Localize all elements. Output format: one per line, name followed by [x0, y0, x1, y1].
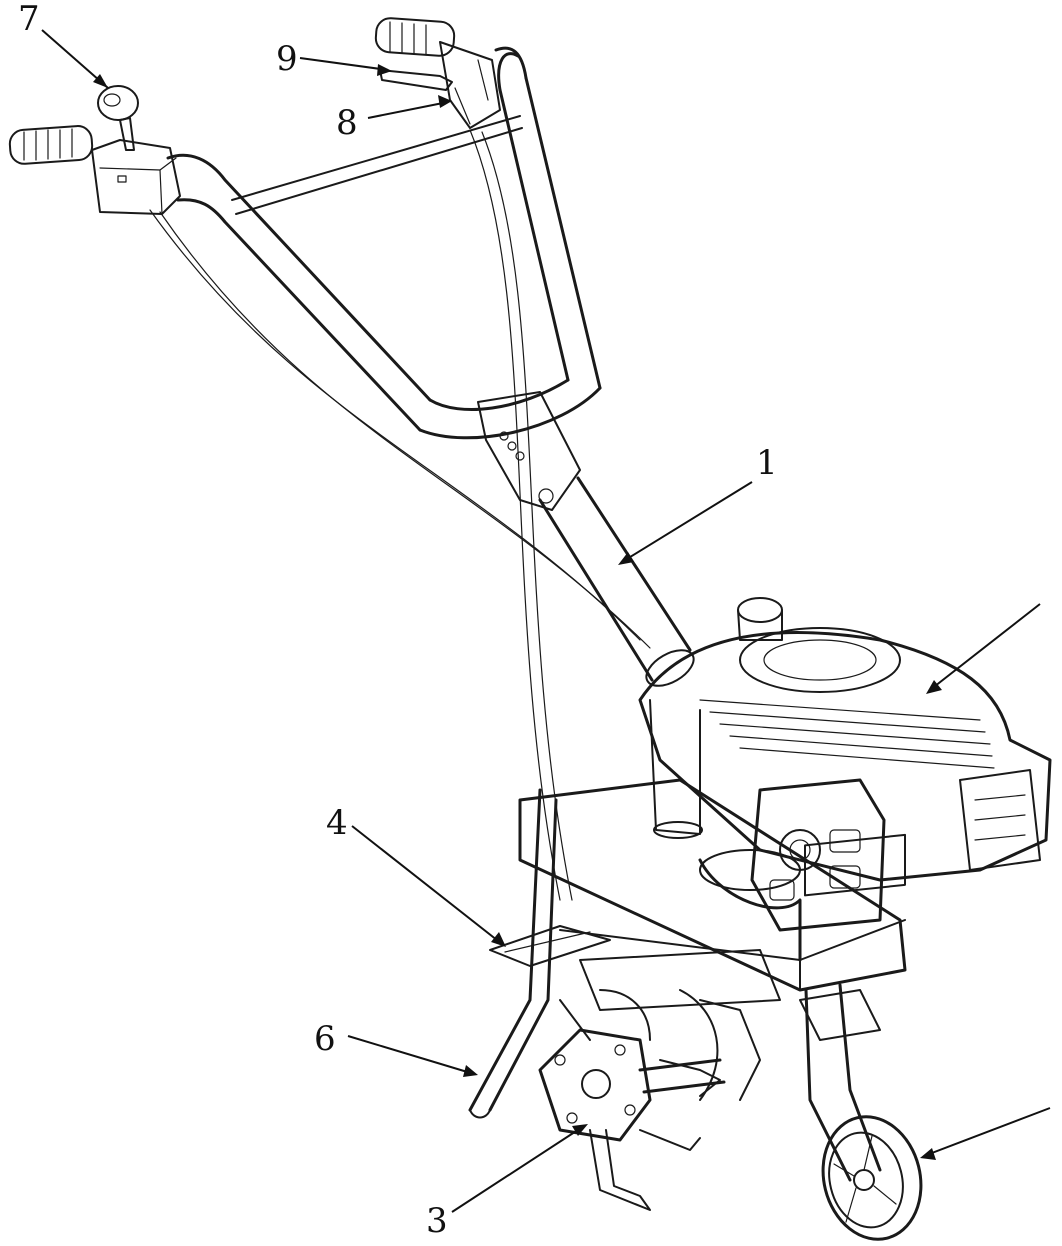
leader-6	[347, 1035, 475, 1075]
callout-3: 3	[426, 1201, 448, 1241]
engine	[638, 597, 1052, 932]
clutch-lever	[379, 41, 501, 129]
callout-6: 6	[314, 1019, 336, 1059]
leader-engine	[929, 603, 1041, 691]
callout-9: 9	[276, 39, 298, 79]
leader-3	[451, 1125, 585, 1213]
leader-lines	[41, 29, 1051, 1213]
leader-1	[621, 481, 753, 563]
leader-wheel	[923, 1107, 1051, 1157]
arrowhead-3	[572, 1124, 588, 1136]
arrowhead-4	[491, 932, 506, 947]
handlebar-tube	[149, 46, 651, 901]
arrowhead-engine	[926, 680, 942, 694]
tines	[538, 949, 781, 1211]
arrowhead-7	[93, 74, 108, 88]
callout-8: 8	[336, 103, 358, 143]
right-grip	[374, 17, 456, 57]
transport-wheel	[799, 983, 923, 1241]
arrowhead-6	[463, 1065, 478, 1077]
left-grip	[8, 125, 94, 165]
throttle-lever	[97, 85, 139, 151]
arrowhead-8	[438, 95, 452, 108]
frame	[489, 778, 907, 992]
leader-4	[351, 825, 503, 945]
throttle-box	[91, 139, 181, 215]
drag-stake	[468, 788, 558, 1119]
arrowhead-wheel	[920, 1148, 936, 1160]
callout-labels: 7 9 8 1 4 6 3	[18, 0, 778, 1241]
callout-7: 7	[18, 0, 40, 39]
callout-4: 4	[326, 803, 348, 843]
leader-8	[367, 101, 449, 119]
handle-clamp	[477, 391, 581, 511]
callout-1: 1	[756, 443, 778, 483]
handlebar-assembly	[8, 17, 695, 901]
arrowhead-1	[618, 552, 634, 565]
leader-9	[299, 57, 389, 71]
handle-column	[538, 476, 695, 687]
arrowhead-9	[377, 64, 392, 76]
